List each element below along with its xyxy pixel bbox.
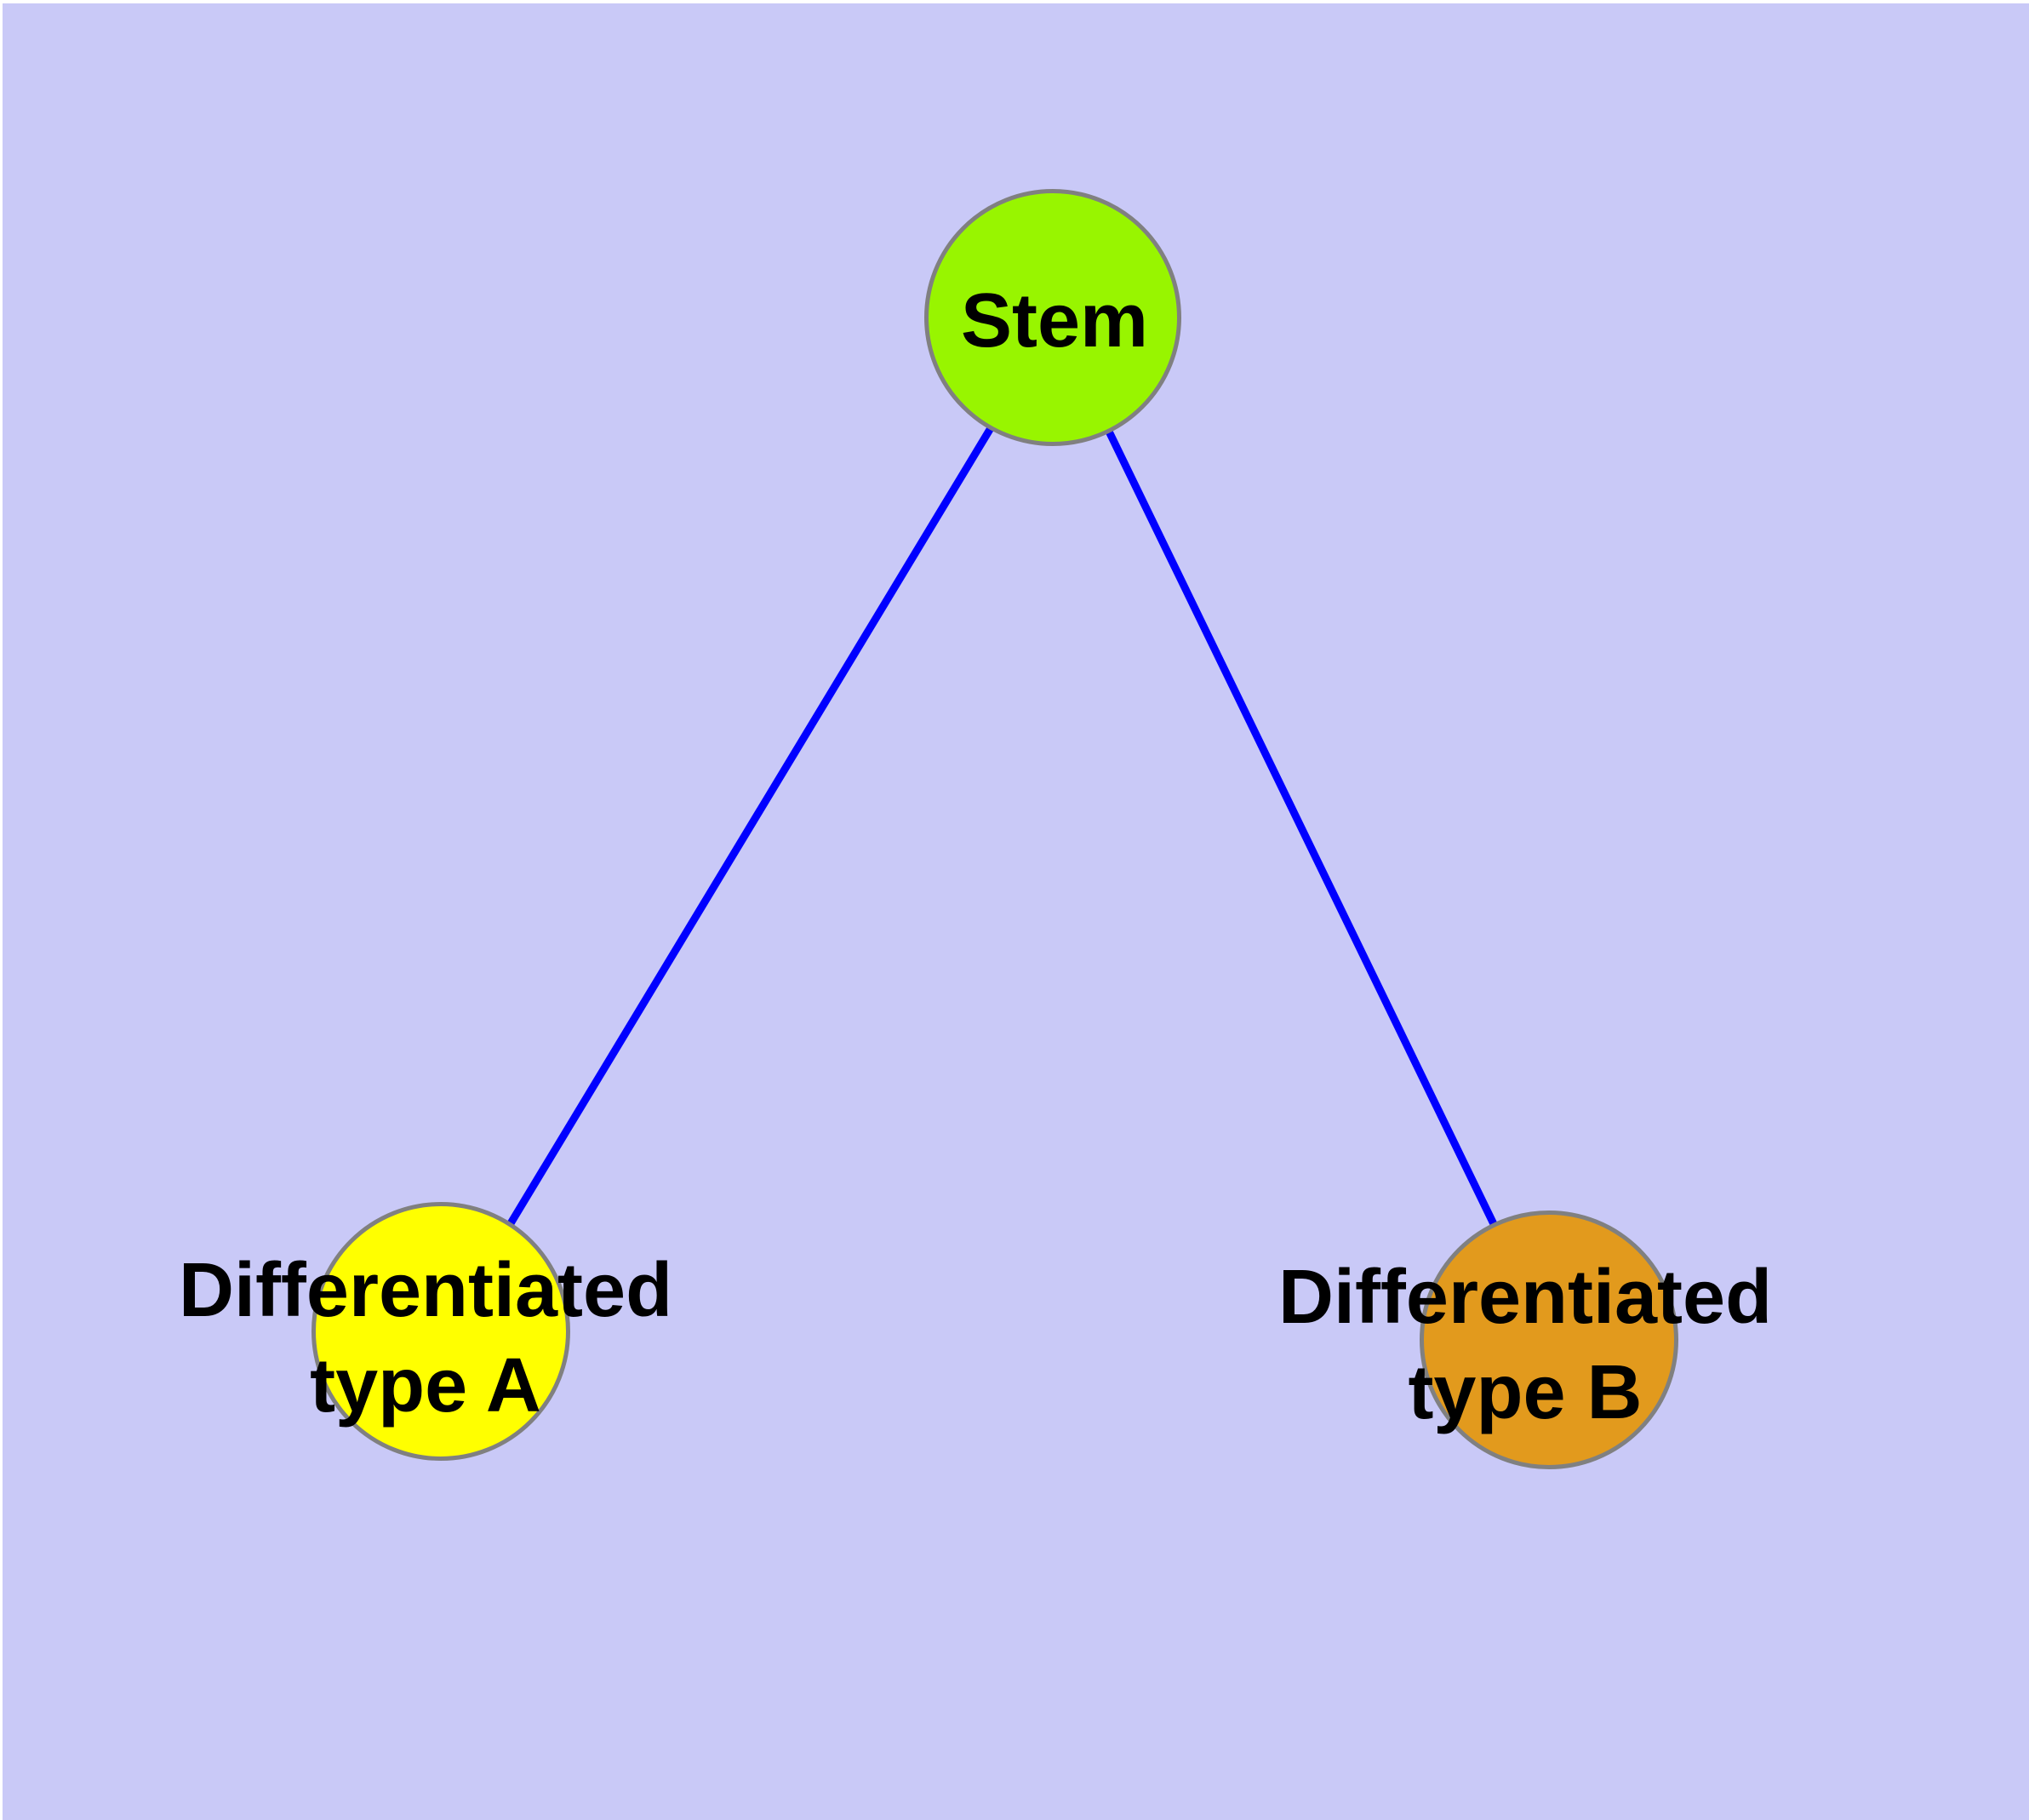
edge-stem-to-differentiated-type-a (440, 318, 1059, 1337)
differentiated-type-a-node-label: Differentiated type A (179, 1243, 672, 1434)
type-b-label-line-2: type B (1408, 1350, 1643, 1435)
stem-node-label: Stem (961, 273, 1148, 369)
type-b-label-line-1: Differentiated (1277, 1255, 1773, 1340)
type-a-label-line-2: type A (310, 1343, 541, 1428)
diagram-canvas: Stem Differentiated type A Differentiate… (3, 3, 2029, 1820)
differentiated-type-b-node-label: Differentiated type B (1278, 1250, 1772, 1440)
differentiated-type-b-node-circle (1420, 1210, 1678, 1469)
stem-label-line-1: Stem (960, 278, 1149, 363)
edge-stem-to-differentiated-type-b (1051, 319, 1556, 1345)
stem-node-circle (924, 189, 1181, 446)
differentiated-type-a-node-circle (311, 1202, 570, 1461)
type-a-label-line-1: Differentiated (178, 1248, 673, 1333)
